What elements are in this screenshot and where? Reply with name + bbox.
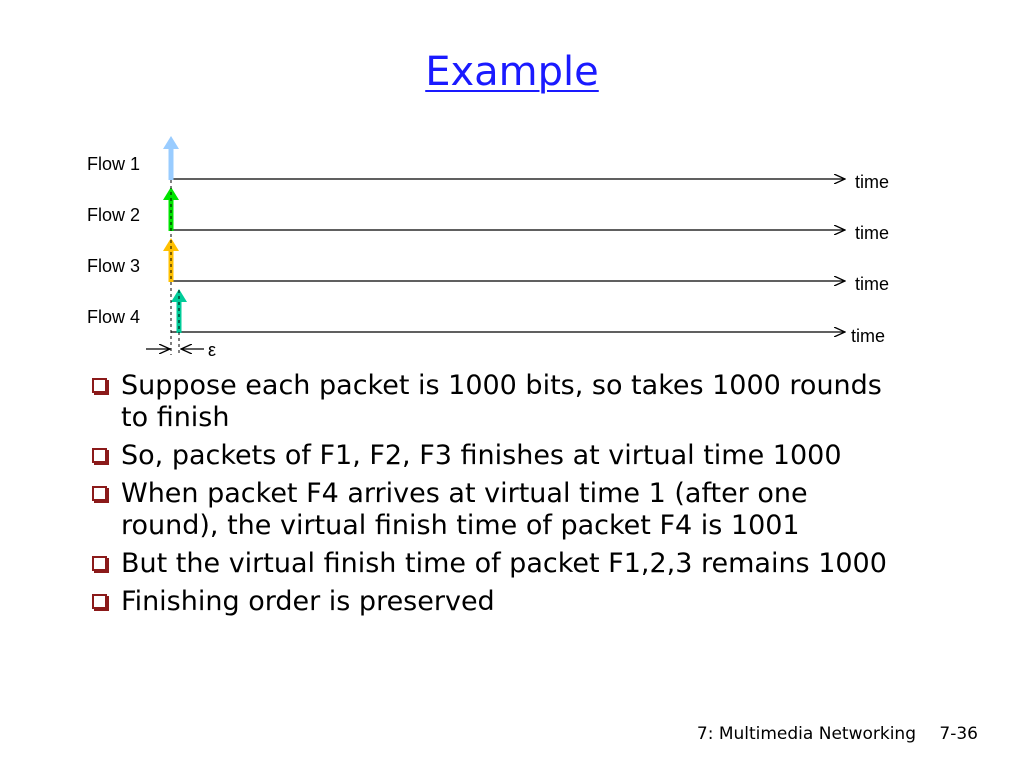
bullet-text: But the virtual finish time of packet F1…: [121, 548, 887, 579]
flow-row: Flow 3 time: [87, 238, 889, 294]
slide-title: Example: [425, 49, 599, 95]
packet-arrival-arrow-shaft: [168, 196, 174, 231]
bullet-text: So, packets of F1, F2, F3 finishes at vi…: [121, 440, 842, 471]
square-bullet-icon: [92, 448, 107, 463]
flow-label: Flow 3: [87, 256, 140, 276]
square-bullet-icon: [92, 486, 107, 501]
bullet-text: Finishing order is preserved: [121, 586, 495, 617]
flow-label: Flow 1: [87, 154, 140, 174]
bullet-item: When packet F4 arrives at virtual time 1…: [88, 478, 888, 542]
footer-chapter: 7: Multimedia Networking: [696, 724, 916, 744]
bullet-item: But the virtual finish time of packet F1…: [88, 548, 888, 580]
epsilon-label: ε: [208, 340, 216, 360]
square-bullet-icon: [92, 556, 107, 571]
time-axis-label: time: [855, 274, 889, 294]
flow-label: Flow 4: [87, 307, 140, 327]
square-bullet-icon: [92, 378, 107, 393]
flow-row: Flow 4 time: [87, 289, 885, 346]
packet-arrival-arrow-shaft: [168, 145, 174, 180]
square-bullet-icon: [92, 594, 107, 609]
packet-arrival-arrow-head: [163, 238, 179, 251]
flow-row: Flow 1 time: [87, 136, 889, 192]
bullet-item: So, packets of F1, F2, F3 finishes at vi…: [88, 440, 888, 472]
bullet-item: Suppose each packet is 1000 bits, so tak…: [88, 370, 888, 434]
bullet-item: Finishing order is preserved: [88, 586, 888, 618]
bullet-text: When packet F4 arrives at virtual time 1…: [121, 478, 808, 541]
flow-label: Flow 2: [87, 205, 140, 225]
packet-arrival-arrow-head: [171, 289, 187, 302]
page-number: 7-36: [939, 724, 978, 744]
time-axis-label: time: [855, 223, 889, 243]
slide-footer: 7: Multimedia Networking 7-36: [697, 724, 978, 744]
packet-arrival-arrow-head: [163, 136, 179, 149]
bullet-text: Suppose each packet is 1000 bits, so tak…: [121, 370, 882, 433]
bullet-list: Suppose each packet is 1000 bits, so tak…: [88, 370, 888, 624]
flow-row: Flow 2 time: [87, 187, 889, 243]
time-axis-label: time: [851, 326, 885, 346]
time-axis-label: time: [855, 172, 889, 192]
